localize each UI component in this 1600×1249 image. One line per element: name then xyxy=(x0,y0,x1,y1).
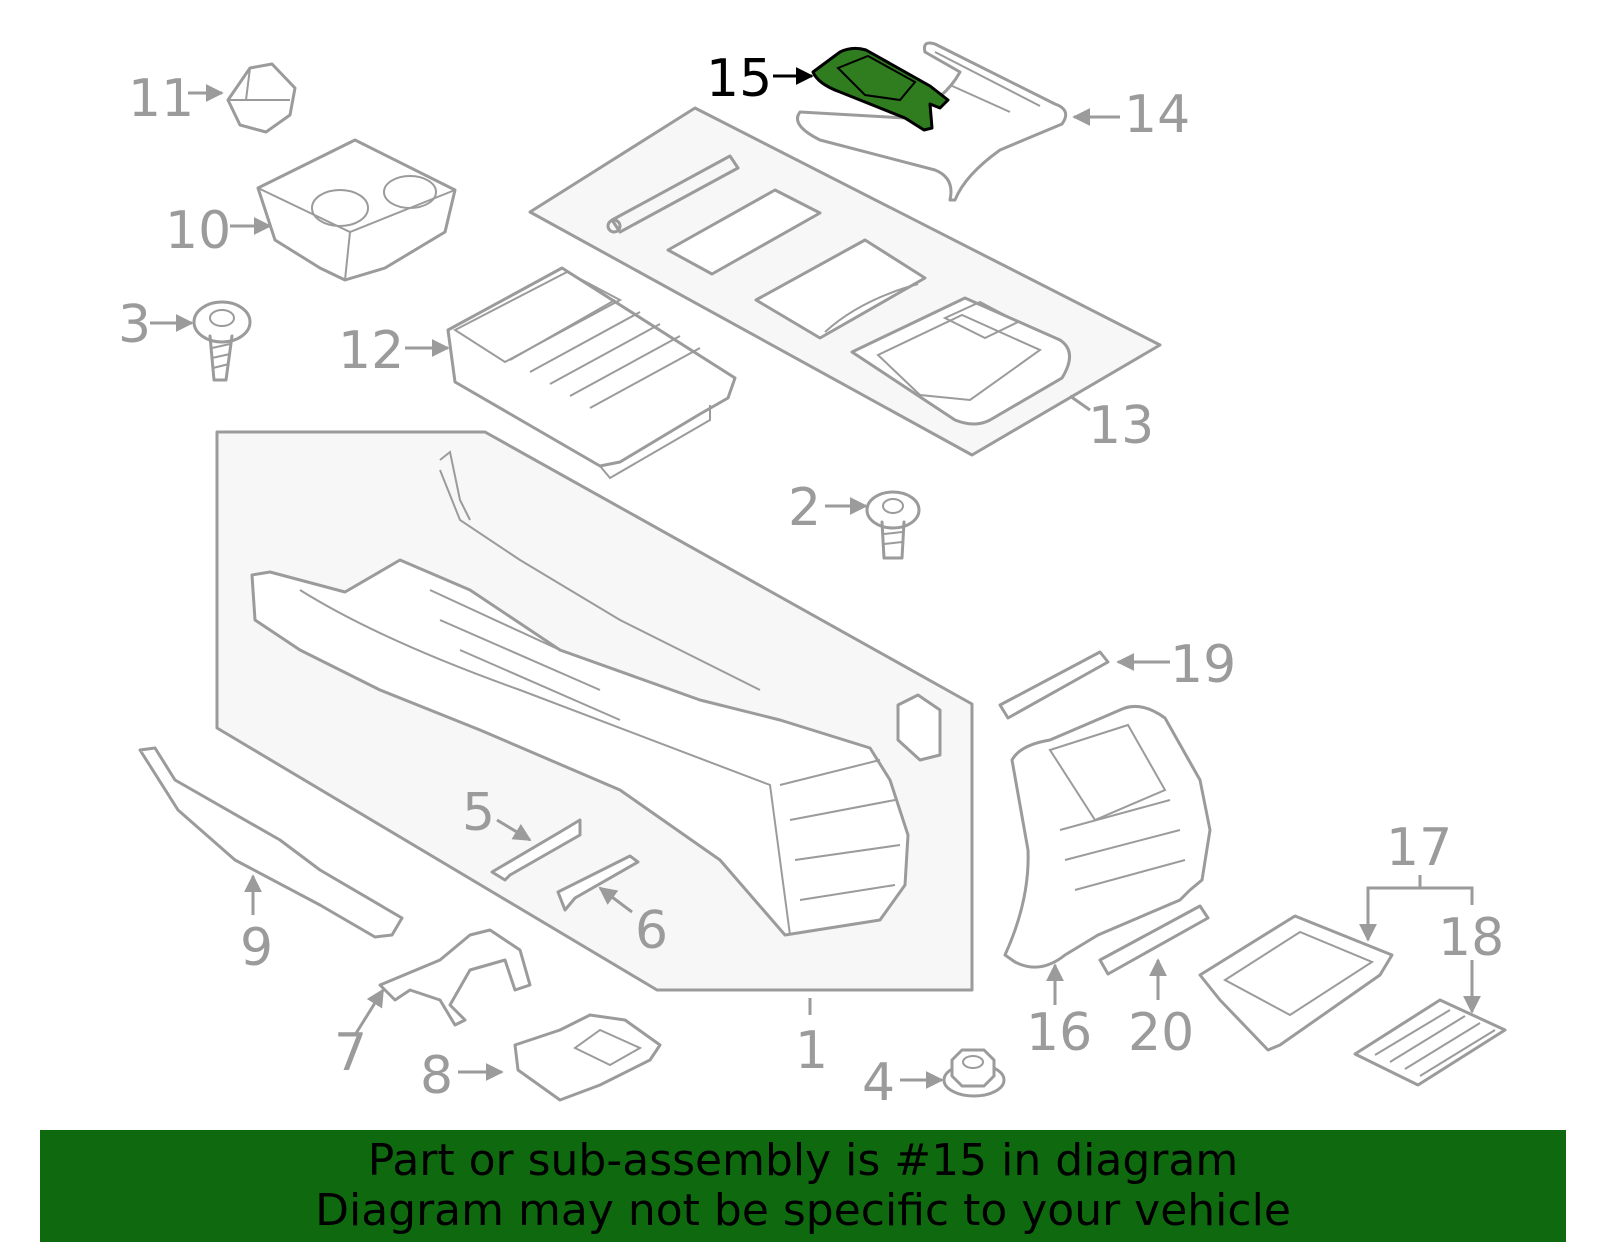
part-9-trim xyxy=(138,746,404,939)
callout-14: 14 xyxy=(1124,85,1190,145)
callout-17: 17 xyxy=(1386,818,1452,878)
callout-6: 6 xyxy=(635,901,668,961)
callout-9: 9 xyxy=(240,918,273,978)
callout-16: 16 xyxy=(1026,1003,1092,1063)
part-10-cupholder xyxy=(256,138,457,282)
part-8-tray xyxy=(513,1013,662,1102)
banner-line-2: Diagram may not be specific to your vehi… xyxy=(315,1185,1291,1236)
banner-line-1: Part or sub-assembly is #15 in diagram xyxy=(367,1135,1239,1186)
callout-8: 8 xyxy=(420,1046,453,1106)
callout-12: 12 xyxy=(338,321,404,381)
callout-15: 15 xyxy=(706,49,772,109)
part-16-rear-panel xyxy=(1003,704,1212,969)
callout-19: 19 xyxy=(1170,635,1236,695)
part-12-tray xyxy=(446,266,737,468)
part-5-bracket xyxy=(490,818,582,882)
callout-10: 10 xyxy=(165,201,231,261)
part-7-bracket xyxy=(378,928,532,1027)
callout-4: 4 xyxy=(862,1053,895,1113)
part-19-strip xyxy=(998,650,1110,720)
part-3-screw xyxy=(192,300,252,382)
part-11-cap xyxy=(226,62,297,134)
trim-plate-a xyxy=(666,188,822,276)
bezel-13 xyxy=(850,296,1071,426)
console-body xyxy=(250,558,910,937)
callout-3: 3 xyxy=(118,295,151,355)
info-banner: Part or sub-assembly is #15 in diagram D… xyxy=(40,1130,1566,1242)
callout-18: 18 xyxy=(1438,908,1504,968)
callout-7: 7 xyxy=(334,1023,367,1083)
callout-1: 1 xyxy=(795,1021,828,1081)
part-20-strip xyxy=(1098,904,1210,976)
callout-11: 11 xyxy=(128,69,194,129)
callout-5: 5 xyxy=(462,783,495,843)
callout-2: 2 xyxy=(788,478,821,538)
console-clip xyxy=(896,693,942,762)
part-15-highlighted xyxy=(811,46,950,132)
callout-13: 13 xyxy=(1088,396,1154,456)
part-18-mat xyxy=(1353,998,1507,1087)
part-4-nut xyxy=(942,1048,1006,1098)
trim-strip xyxy=(610,154,740,234)
part-6-bracket xyxy=(556,854,640,912)
trim-plate-b xyxy=(754,238,927,340)
part-2-screw xyxy=(865,490,921,560)
callout-20: 20 xyxy=(1128,1003,1194,1063)
